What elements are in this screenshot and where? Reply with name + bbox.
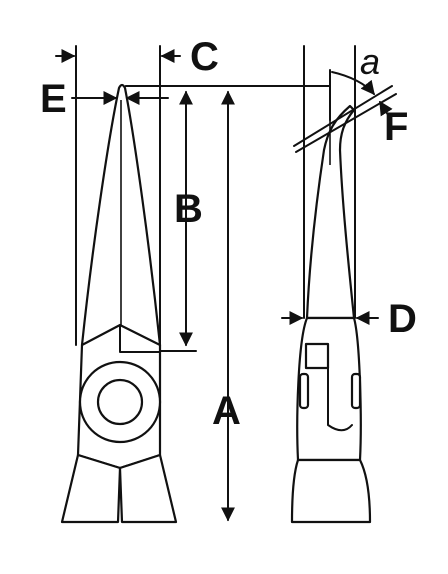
pivot-inner-ring xyxy=(96,378,144,426)
side-joint-contour xyxy=(327,367,353,432)
label-c: C xyxy=(190,35,219,79)
label-b: B xyxy=(174,187,203,231)
label-d: D xyxy=(388,297,417,341)
front-view-pliers xyxy=(60,83,178,524)
label-a: A xyxy=(212,389,241,433)
side-jaw xyxy=(305,104,356,320)
dimension-d: D xyxy=(281,45,417,341)
label-f: F xyxy=(384,105,408,149)
angle-marker: a xyxy=(329,41,380,121)
joint-step xyxy=(119,324,161,353)
label-angle: a xyxy=(360,41,380,82)
side-handle xyxy=(290,458,372,524)
dimension-b: B xyxy=(125,85,203,352)
dimension-c: C xyxy=(55,35,219,346)
label-e: E xyxy=(40,77,67,121)
f-extension-upper xyxy=(293,85,393,147)
front-handle-right xyxy=(118,453,178,524)
dimension-a: A xyxy=(125,85,331,522)
f-arrow xyxy=(379,100,393,119)
dimension-f: F xyxy=(293,85,408,153)
side-joint-slot xyxy=(304,342,330,370)
side-view-pliers xyxy=(290,104,372,524)
side-joint-right-boss xyxy=(350,372,362,410)
angle-arc xyxy=(331,71,375,96)
dimension-e: E xyxy=(40,77,169,121)
front-handle-left xyxy=(60,453,122,524)
side-joint-left-boss xyxy=(298,372,310,410)
